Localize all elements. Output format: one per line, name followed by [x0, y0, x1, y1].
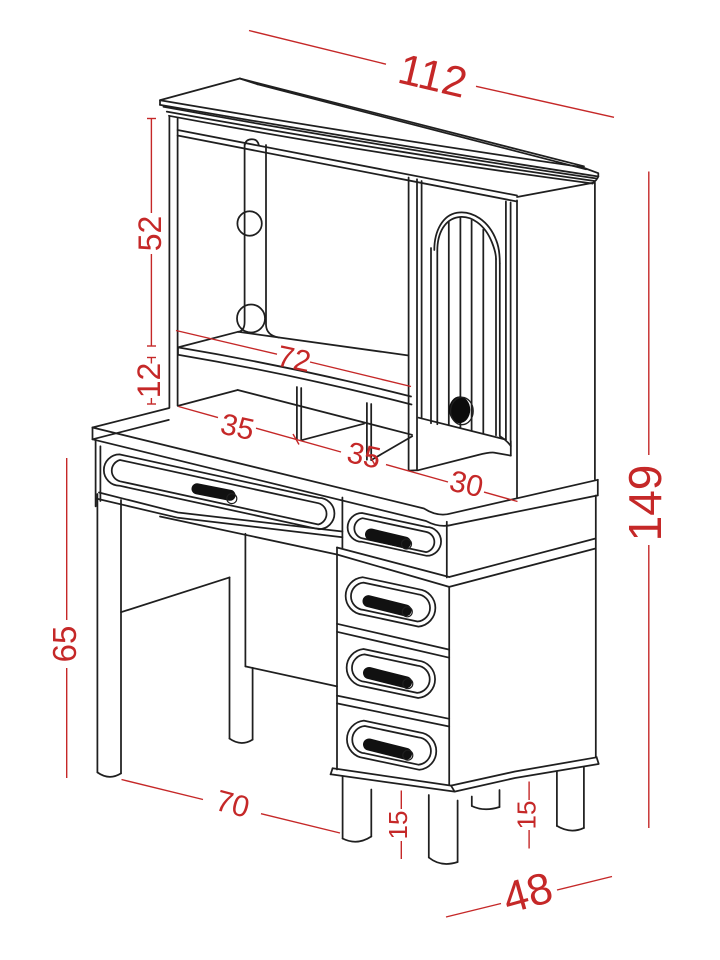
- svg-text:149: 149: [619, 465, 671, 542]
- svg-text:15: 15: [511, 801, 541, 830]
- svg-text:72: 72: [274, 340, 314, 379]
- svg-text:30: 30: [446, 465, 486, 504]
- svg-text:35: 35: [344, 436, 384, 475]
- svg-text:65: 65: [46, 626, 83, 663]
- svg-text:52: 52: [132, 216, 168, 252]
- svg-text:35: 35: [217, 408, 257, 447]
- svg-text:15: 15: [383, 811, 413, 840]
- svg-text:12: 12: [131, 363, 167, 399]
